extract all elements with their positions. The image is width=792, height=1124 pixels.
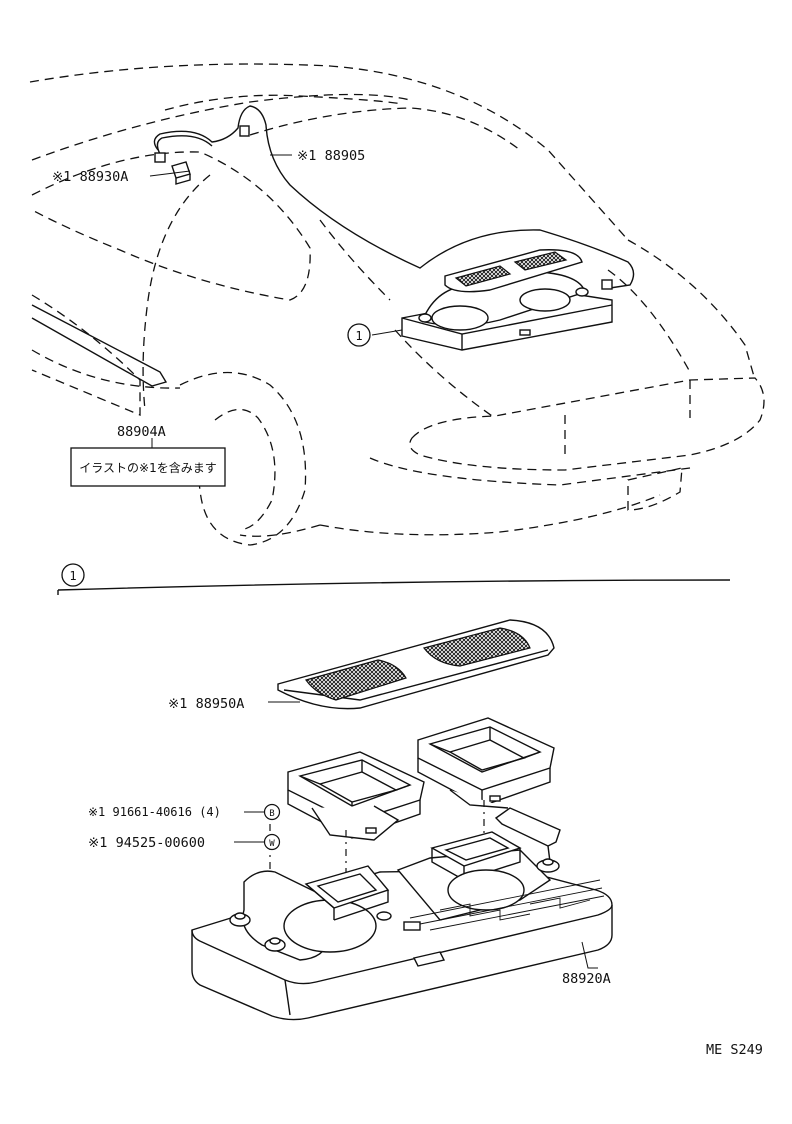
label-88950a: ※1 88950A bbox=[168, 696, 244, 712]
leader-lines-top bbox=[149, 154, 403, 448]
label-88904a: 88904A bbox=[117, 424, 166, 440]
section-number: 1 bbox=[69, 569, 76, 583]
label-88930a: ※1 88930A bbox=[52, 169, 128, 185]
note-box: イラストの※1を含みます bbox=[70, 447, 226, 487]
speaker-assembly-small bbox=[401, 249, 613, 351]
section-divider: 1 bbox=[57, 563, 731, 595]
callout-speaker-assembly: 1 bbox=[347, 323, 371, 347]
label-88905: ※1 88905 bbox=[297, 148, 365, 164]
side-moulding bbox=[31, 304, 168, 387]
callout-number: 1 bbox=[355, 329, 362, 343]
screw-symbol: B bbox=[263, 803, 281, 821]
label-88920a: 88920A bbox=[562, 971, 611, 987]
washer-symbol-letter: W bbox=[269, 839, 275, 849]
speaker-frame-right bbox=[417, 717, 555, 809]
speaker-cover-88950a bbox=[277, 619, 555, 710]
label-94525-00600: ※1 94525-00600 bbox=[88, 835, 205, 851]
note-text: イラストの※1を含みます bbox=[79, 460, 216, 475]
washer-symbol: W bbox=[263, 833, 281, 851]
connector-88930a bbox=[171, 161, 191, 185]
wire-harness bbox=[153, 105, 635, 290]
leader-lines-bottom bbox=[234, 701, 598, 969]
label-91661-40616: ※1 91661-40616 (4) bbox=[88, 805, 221, 819]
car-outline bbox=[29, 63, 765, 546]
speaker-frame-left bbox=[287, 751, 425, 841]
page-code: ME S249 bbox=[706, 1042, 763, 1058]
screw-symbol-letter: B bbox=[269, 809, 274, 819]
speaker-box-88920a bbox=[191, 807, 613, 1021]
